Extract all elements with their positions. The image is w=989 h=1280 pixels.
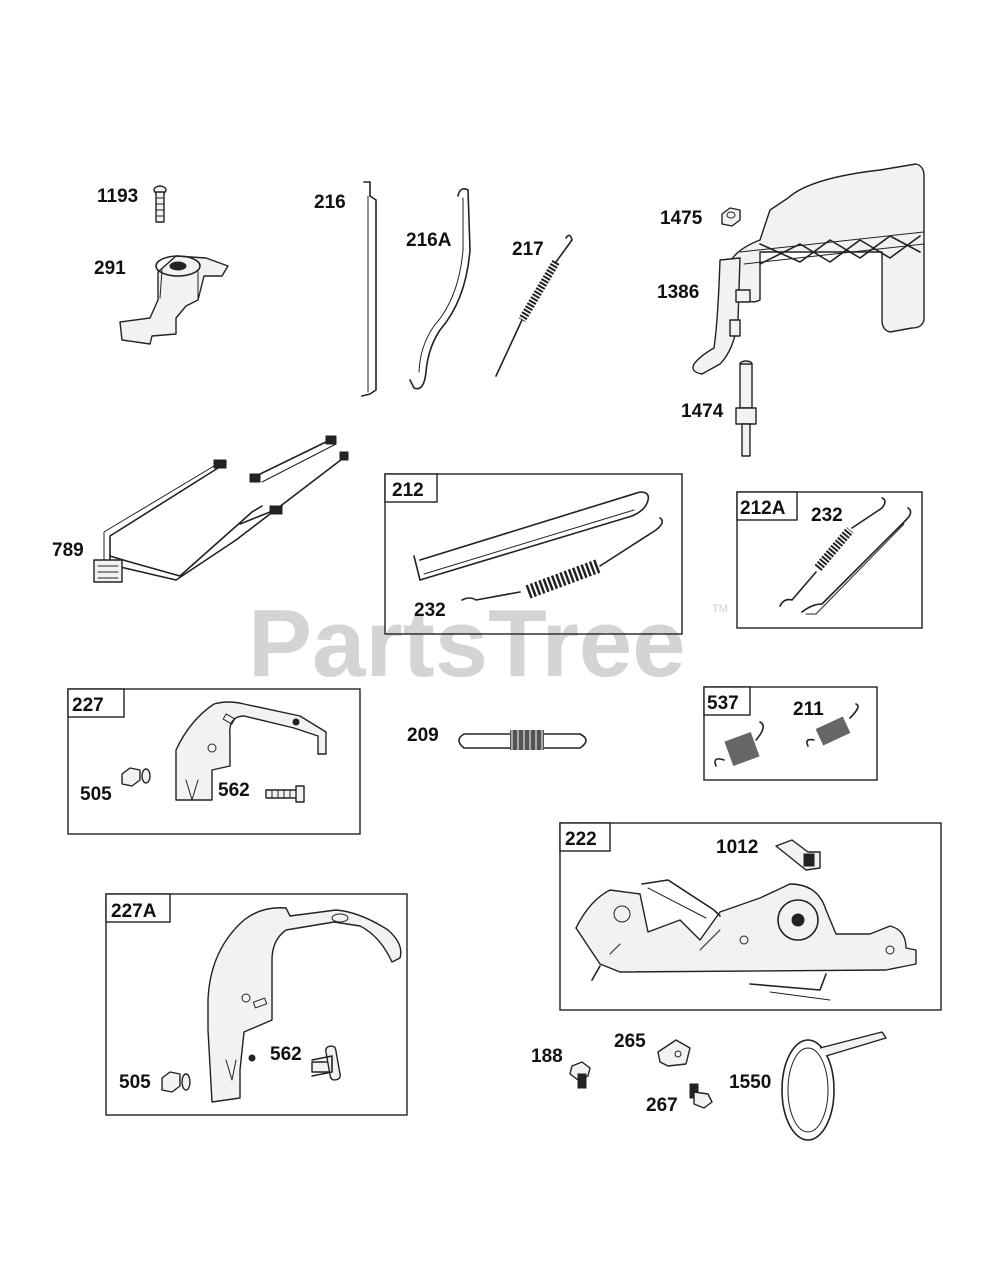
part-227A-bracket[interactable]: [207, 907, 402, 1103]
part-537-spring[interactable]: [714, 721, 764, 767]
label-537[interactable]: 537: [707, 693, 739, 714]
part-291-bracket[interactable]: [119, 255, 229, 345]
label-789[interactable]: 789: [52, 540, 84, 561]
part-1386-deflector[interactable]: [692, 163, 925, 375]
label-1550[interactable]: 1550: [729, 1072, 771, 1093]
watermark-tm: TM: [712, 603, 728, 615]
label-232-b[interactable]: 232: [811, 505, 843, 526]
label-212[interactable]: 212: [392, 480, 424, 501]
label-291[interactable]: 291: [94, 258, 126, 279]
part-562-bolt-a[interactable]: [265, 785, 305, 803]
label-227[interactable]: 227: [72, 695, 104, 716]
part-505-nut-b[interactable]: [161, 1071, 191, 1093]
kit-222-box: [559, 822, 942, 1011]
label-217[interactable]: 217: [512, 239, 544, 260]
part-217-spring[interactable]: [495, 234, 573, 377]
part-216-rod[interactable]: [361, 181, 377, 397]
label-1474[interactable]: 1474: [681, 401, 724, 422]
label-216A[interactable]: 216A: [406, 230, 452, 251]
part-1474-pin[interactable]: [735, 360, 757, 457]
kit-537-box: [703, 686, 878, 781]
label-222[interactable]: 222: [565, 829, 597, 850]
part-227-bracket[interactable]: [175, 701, 327, 801]
part-505-nut-a[interactable]: [121, 767, 151, 787]
part-232-spring-a[interactable]: [461, 517, 664, 601]
label-1193[interactable]: 1193: [97, 186, 138, 207]
part-1193-screw[interactable]: [153, 185, 167, 223]
label-209[interactable]: 209: [407, 725, 439, 746]
label-232-a[interactable]: 232: [414, 600, 446, 621]
label-212A[interactable]: 212A: [740, 498, 786, 519]
part-212A-rod[interactable]: [801, 507, 912, 615]
label-1386[interactable]: 1386: [657, 282, 699, 303]
label-265[interactable]: 265: [614, 1031, 646, 1052]
part-1550-ring[interactable]: [781, 1031, 887, 1141]
part-216A-rod[interactable]: [409, 188, 471, 390]
part-267-screw[interactable]: [689, 1083, 713, 1109]
label-211[interactable]: 211: [793, 699, 824, 720]
part-562-bolt-b[interactable]: [311, 1045, 341, 1081]
kit-212A-box: [736, 491, 923, 629]
part-211-spring[interactable]: [806, 703, 859, 747]
label-216[interactable]: 216: [314, 192, 346, 213]
label-1475[interactable]: 1475: [660, 208, 703, 229]
part-188-screw[interactable]: [569, 1061, 591, 1089]
part-212-rod[interactable]: [413, 491, 650, 581]
part-232-spring-b[interactable]: [779, 497, 886, 607]
part-1012-clip[interactable]: [775, 839, 821, 871]
label-562-b[interactable]: 562: [270, 1044, 302, 1065]
label-505-b[interactable]: 505: [119, 1072, 151, 1093]
kit-227-box: [67, 688, 361, 835]
part-222-bracket-assembly[interactable]: [575, 879, 917, 1001]
kit-212-box: [384, 473, 683, 635]
watermark-text: PartsTree: [248, 590, 686, 697]
label-188[interactable]: 188: [531, 1046, 563, 1067]
label-1012[interactable]: 1012: [716, 837, 758, 858]
kit-227A-box: [105, 893, 408, 1116]
label-505-a[interactable]: 505: [80, 784, 112, 805]
label-562-a[interactable]: 562: [218, 780, 250, 801]
label-267[interactable]: 267: [646, 1095, 678, 1116]
label-227A[interactable]: 227A: [111, 901, 157, 922]
part-789-wire-harness[interactable]: [93, 435, 349, 583]
part-1475-nut[interactable]: [721, 207, 741, 227]
part-265-clip[interactable]: [657, 1039, 691, 1067]
part-209-spring[interactable]: [458, 730, 587, 750]
